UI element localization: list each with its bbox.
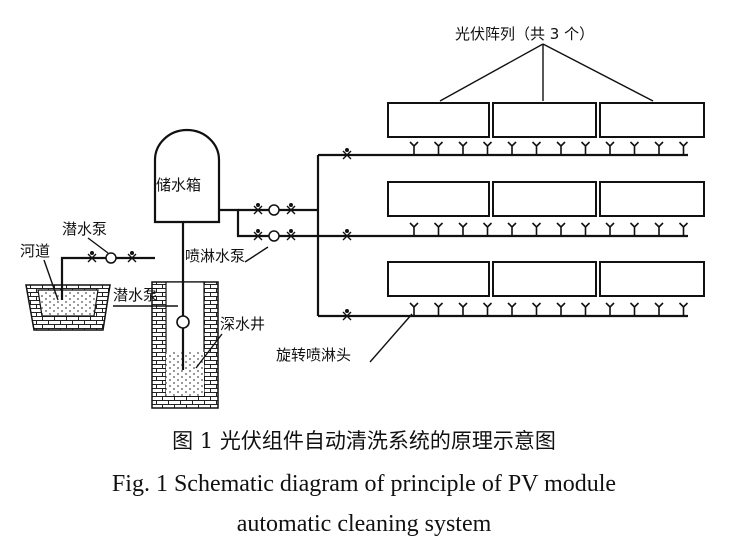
well-pointer [195,333,223,369]
spray-nozzle [678,141,689,155]
caption-chinese: 图 1 光伏组件自动清洗系统的原理示意图 [172,429,556,453]
spray-nozzle [507,302,517,316]
spray-pump-valves [253,203,296,242]
spray-nozzle [531,222,542,236]
pv-panel [387,181,490,217]
spray-nozzle [629,302,640,316]
spray-nozzle [678,302,689,316]
water-tank [153,128,221,224]
pv-array-pointer [439,43,654,102]
pv-panel [599,261,705,297]
nozzle-label: 旋转喷淋头 [276,346,351,364]
well-pump-pipe [176,258,190,370]
spray-nozzle [433,222,444,236]
spray-nozzle [507,222,517,236]
spray-nozzle [580,222,591,236]
pv-row-3 [387,261,705,297]
spray-nozzle [580,141,591,155]
spray-nozzle [556,222,566,236]
spray-nozzle [458,222,468,236]
spray-nozzle [556,302,566,316]
tank-label: 储水箱 [156,176,201,194]
spray-nozzle [458,302,468,316]
river-supply-pipe [60,222,185,300]
valve [342,309,352,321]
pv-panel [492,102,597,138]
spray-nozzle [556,141,566,155]
deep-well [151,281,219,409]
river-basin [25,284,111,331]
well-pump-label: 潜水泵 [113,286,158,304]
well-label: 深水井 [220,315,265,333]
pv-panel [492,261,597,297]
spray-nozzle [629,222,640,236]
spray-nozzle [433,141,444,155]
spray-nozzle [605,222,615,236]
river-label: 河道 [20,242,50,260]
river-pump-pointer [87,237,109,254]
pv-row-1 [387,102,705,138]
spray-nozzle [654,222,664,236]
rotating-nozzles [409,141,689,316]
pv-panel [599,102,705,138]
spray-nozzle [678,222,689,236]
caption-english-line2: automatic cleaning system [237,511,492,537]
pv-panel [387,102,490,138]
spray-nozzle [654,302,664,316]
spray-nozzle [531,141,542,155]
pv-panel [387,261,490,297]
pv-panel [492,181,597,217]
spray-nozzle [654,141,664,155]
pv-row-2 [387,181,705,217]
pv-array-label: 光伏阵列（共 3 个） [455,25,594,43]
spray-nozzle [458,141,468,155]
spray-nozzle [482,302,493,316]
valve [342,229,352,241]
spray-nozzle [433,302,444,316]
spray-pump-label: 喷淋水泵 [185,247,245,265]
spray-nozzle [629,141,640,155]
spray-nozzle [409,222,419,236]
river-pump-label: 潜水泵 [62,220,107,238]
spray-nozzle [580,302,591,316]
caption-english-line1: Fig. 1 Schematic diagram of principle of… [112,471,616,497]
valve [342,148,352,160]
spray-nozzle [409,302,419,316]
nozzle-pointer [369,313,413,363]
spray-pump-pointer [244,246,269,263]
tank-outlet-pipes [219,208,318,238]
pv-array [387,102,705,297]
row-valves [342,148,352,321]
spray-nozzle [482,141,493,155]
river-pointer [43,259,59,301]
spray-nozzle [409,141,419,155]
spray-nozzle [507,141,517,155]
pv-panel [599,181,705,217]
spray-nozzle [531,302,542,316]
spray-nozzle [482,222,493,236]
spray-nozzle [605,141,615,155]
spray-nozzle [605,302,615,316]
